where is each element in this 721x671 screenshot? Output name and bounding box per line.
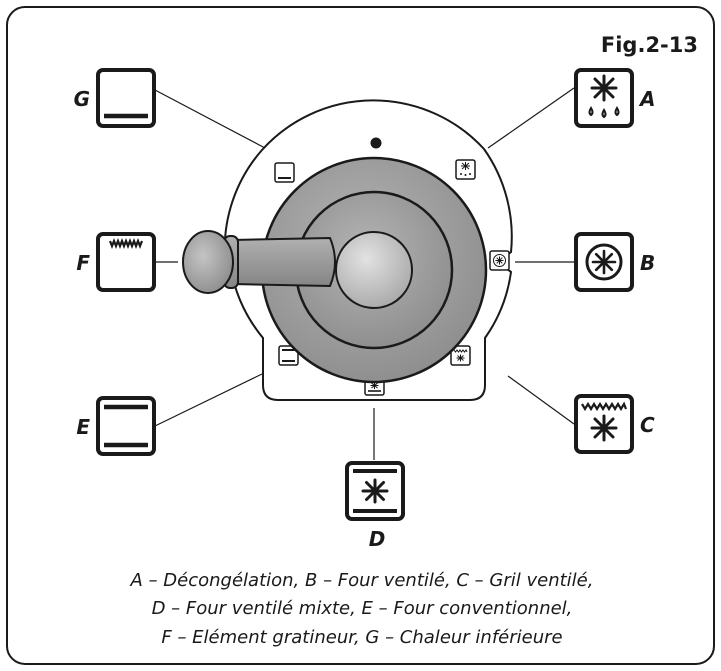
indicator-dot: [370, 137, 382, 149]
letter-a: A: [638, 87, 655, 111]
icon-g-bottom-heat: [96, 68, 156, 128]
letter-d: D: [369, 527, 386, 551]
icon-b-fan: [574, 232, 634, 292]
plate-icon-top-bottom-heat: [278, 345, 299, 366]
caption-line-2: D – Four ventilé mixte, E – Four convent…: [152, 598, 573, 619]
figure-label: Fig.2-13: [601, 33, 698, 57]
letter-c: C: [640, 413, 655, 437]
icon-e-top-bottom-heat: [96, 396, 156, 456]
plate-icon-fan-grill: [450, 345, 471, 366]
letter-g: G: [74, 87, 90, 111]
plate-icon-bottom-heat: [274, 162, 295, 183]
knob-center: [335, 231, 413, 309]
plate-icon-defrost: [455, 159, 476, 180]
icon-d-fan-top-bottom: [345, 461, 405, 521]
knob-handle[interactable]: [182, 230, 336, 294]
icon-a-defrost: [574, 68, 634, 128]
plate-icon-fan: [489, 250, 510, 271]
caption-line-3: F – Elément gratineur, G – Chaleur infér…: [161, 627, 562, 648]
icon-f-grill: [96, 232, 156, 292]
letter-b: B: [640, 251, 655, 275]
letter-f: F: [76, 251, 90, 275]
leader-lines: [154, 87, 575, 460]
letter-e: E: [76, 415, 90, 439]
caption-line-1: A – Décongélation, B – Four ventilé, C –…: [130, 570, 594, 591]
icon-c-fan-grill: [574, 394, 634, 454]
